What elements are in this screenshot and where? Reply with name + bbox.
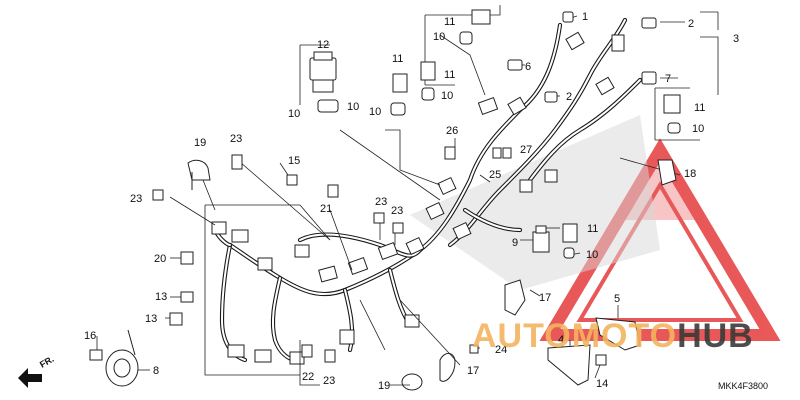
callout-23e: 23: [323, 375, 335, 387]
direction-label: FR.: [38, 354, 56, 370]
callout-6: 6: [525, 61, 531, 73]
callout-14: 14: [596, 378, 608, 390]
part-bracket-4-5: [547, 317, 641, 386]
callout-27: 27: [520, 144, 532, 156]
callout-13b: 13: [145, 313, 157, 325]
callout-22: 22: [302, 371, 314, 383]
callout-17a: 17: [539, 292, 551, 304]
callout-10f: 10: [692, 123, 704, 135]
part-small-connectors-top: [507, 11, 657, 103]
callout-11b: 11: [392, 53, 403, 65]
callout-23b: 23: [130, 193, 142, 205]
callout-10a: 10: [433, 31, 445, 43]
shaded-area: [410, 115, 660, 290]
callout-2b: 2: [566, 91, 572, 103]
callout-3: 3: [733, 33, 739, 45]
callout-26: 26: [446, 125, 458, 137]
harness-connectors: [211, 31, 625, 365]
part-cover-18: [657, 159, 677, 186]
callout-11e: 11: [587, 223, 598, 235]
callout-23a: 23: [230, 133, 242, 145]
callout-11d: 11: [694, 102, 705, 114]
part-horn-8: [105, 329, 139, 387]
callout-9: 9: [512, 237, 518, 249]
callout-1: 1: [582, 11, 588, 23]
part-bands-17: [439, 279, 526, 382]
diagram-code: MKK4F3800: [718, 381, 768, 391]
callout-19a: 19: [194, 137, 206, 149]
callout-10e: 10: [441, 90, 453, 102]
callout-4: 4: [558, 334, 564, 346]
callout-16: 16: [84, 330, 96, 342]
callout-12: 12: [317, 39, 329, 51]
watermark-text: AUTOMOTOHUB: [472, 317, 754, 355]
callout-5: 5: [614, 293, 620, 305]
callout-10c: 10: [347, 101, 359, 113]
callout-11a: 11: [444, 16, 455, 28]
callout-2: 2: [688, 18, 694, 30]
part-clips: [152, 146, 607, 366]
part-relay-9: [532, 225, 550, 253]
callout-11c: 11: [444, 69, 455, 81]
callout-13a: 13: [155, 291, 167, 303]
callout-7: 7: [665, 73, 671, 85]
callout-19b: 19: [378, 380, 390, 392]
callout-21: 21: [320, 203, 332, 215]
callout-10d: 10: [369, 106, 381, 118]
part-rubber-caps: [317, 31, 681, 259]
callout-18: 18: [684, 168, 696, 180]
callout-10b: 10: [288, 108, 300, 120]
callout-23d: 23: [391, 205, 403, 217]
part-tie-19: [187, 159, 423, 391]
part-relay-11-left: [392, 61, 436, 93]
part-bolt-16: [89, 349, 103, 361]
callout-24: 24: [495, 344, 507, 356]
part-relay-11-right: [562, 94, 681, 243]
part-relay-11-top: [471, 9, 491, 25]
callout-20: 20: [154, 253, 166, 265]
part-relay-12: [309, 51, 337, 93]
watermark-brand: AUTOMOTOHUB: [472, 317, 754, 355]
callout-25: 25: [489, 169, 501, 181]
callout-8: 8: [153, 365, 159, 377]
front-direction-arrow: FR.: [18, 354, 56, 388]
callout-10g: 10: [586, 249, 598, 261]
callout-15: 15: [288, 155, 300, 167]
callout-17b: 17: [467, 365, 479, 377]
callout-23c: 23: [375, 196, 387, 208]
callouts: 1 2 2 3 4 5 6 7 8 9 10 10 10 10 10 10 10…: [84, 11, 739, 392]
